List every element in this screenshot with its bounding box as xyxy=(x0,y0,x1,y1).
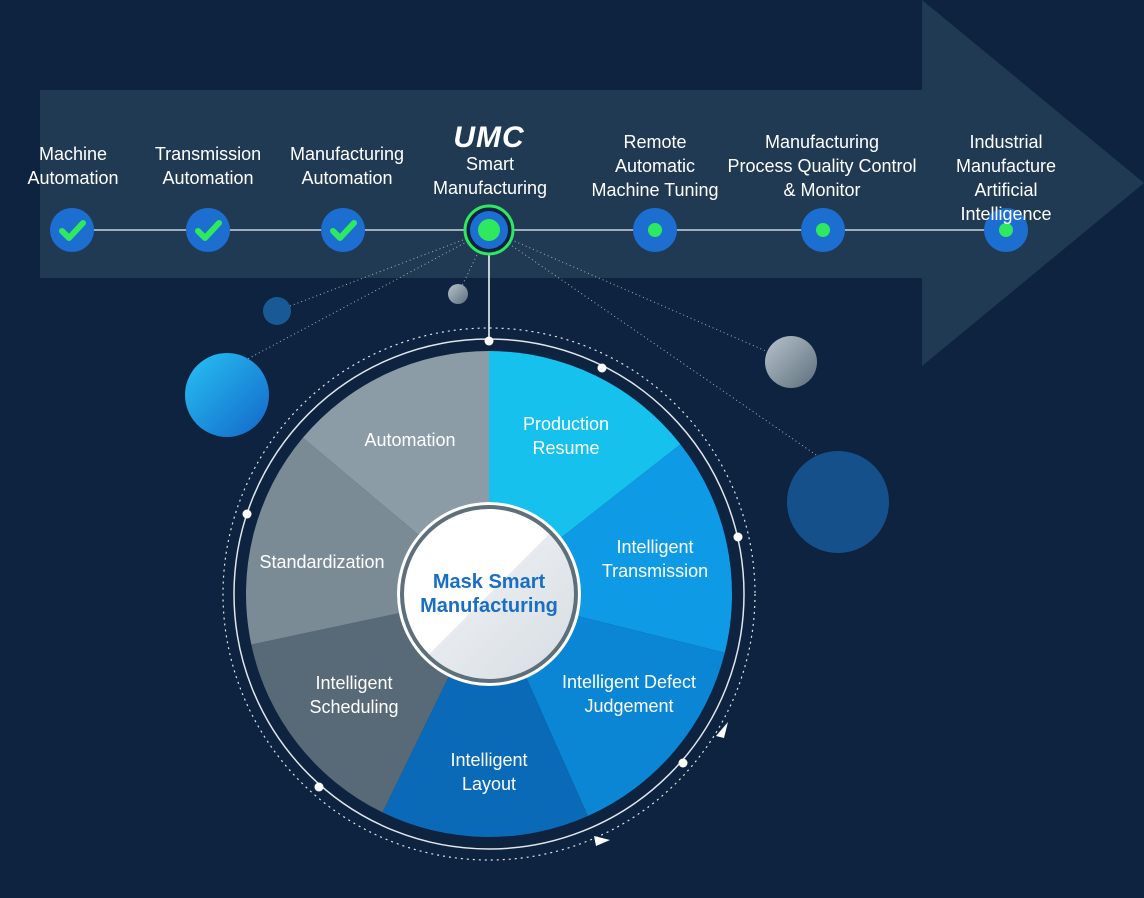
ring-dots xyxy=(242,336,743,846)
sphere-grey-medium xyxy=(765,336,817,388)
segment-label-intelligent-transmission: Intelligent Transmission xyxy=(601,537,709,581)
connector-dotted-0 xyxy=(226,229,490,371)
decorative-spheres xyxy=(185,284,889,553)
ring-dot-1 xyxy=(597,363,607,373)
progress-arrow xyxy=(40,0,1144,366)
timeline-nodes xyxy=(50,204,1028,256)
upcoming-dot-icon xyxy=(999,223,1013,237)
check-icon xyxy=(59,220,86,241)
timeline-node-0 xyxy=(50,208,94,252)
timeline-node-4 xyxy=(633,208,677,252)
outer-ring-dotted xyxy=(222,327,756,861)
timeline-node-disc xyxy=(321,208,365,252)
ring-arrowhead-bottom xyxy=(594,836,610,846)
sphere-grey-tiny xyxy=(448,284,468,304)
stage-label-manufacturing-automation: Manufacturing Automation xyxy=(289,144,405,188)
timeline-node-6 xyxy=(984,208,1028,252)
segment-label-intelligent-defect-judgement: Intelligent Defect Judgement xyxy=(561,672,697,716)
wheel-segment-3 xyxy=(382,594,588,837)
stage-label-smart-manufacturing: Smart Manufacturing xyxy=(432,154,548,198)
center-title: Mask Smart Manufacturing xyxy=(420,571,558,617)
check-icon xyxy=(330,220,357,241)
sphere-blue-large xyxy=(185,353,269,437)
segment-label-production-resume: Production Resume xyxy=(522,414,610,458)
current-dot-icon xyxy=(478,219,500,241)
ring-dot-3 xyxy=(678,758,688,768)
center-disc xyxy=(400,505,578,683)
stage-label-process-quality-control: Manufacturing Process Quality Control & … xyxy=(727,132,917,200)
timeline-node-5 xyxy=(801,208,845,252)
timeline-node-1 xyxy=(186,208,230,252)
sphere-navy-large xyxy=(787,451,889,553)
check-icon xyxy=(195,220,222,241)
ring-dot-0 xyxy=(484,336,494,346)
segment-label-standardization: Standardization xyxy=(259,552,385,572)
timeline-node-3 xyxy=(463,204,515,256)
ring-dot-5 xyxy=(242,509,252,519)
sphere-navy-small xyxy=(263,297,291,325)
timeline-node-disc xyxy=(186,208,230,252)
upcoming-dot-icon xyxy=(816,223,830,237)
connector-dotted-3 xyxy=(488,229,792,363)
segment-label-intelligent-scheduling: Intelligent Scheduling xyxy=(309,673,399,717)
umc-logo: UMC xyxy=(453,121,525,154)
ring-dot-4 xyxy=(314,782,324,792)
segment-label-automation: Automation xyxy=(364,430,456,450)
stage-label-transmission-automation: Transmission Automation xyxy=(154,144,262,188)
timeline-node-2 xyxy=(321,208,365,252)
connector-lines xyxy=(226,229,839,471)
stage-label-remote-machine-tuning: Remote Automatic Machine Tuning xyxy=(591,132,719,200)
ring-arrowhead-right xyxy=(716,722,728,738)
stage-label-machine-automation: Machine Automation xyxy=(27,144,119,188)
upcoming-dot-icon xyxy=(648,223,662,237)
stage-label-industrial-ai: Industrial Manufacture Artificial Intell… xyxy=(955,132,1057,224)
timeline-node-disc xyxy=(50,208,94,252)
connector-dotted-4 xyxy=(488,229,839,471)
ring-dot-2 xyxy=(733,532,743,542)
segment-label-intelligent-layout: Intelligent Layout xyxy=(450,750,528,794)
